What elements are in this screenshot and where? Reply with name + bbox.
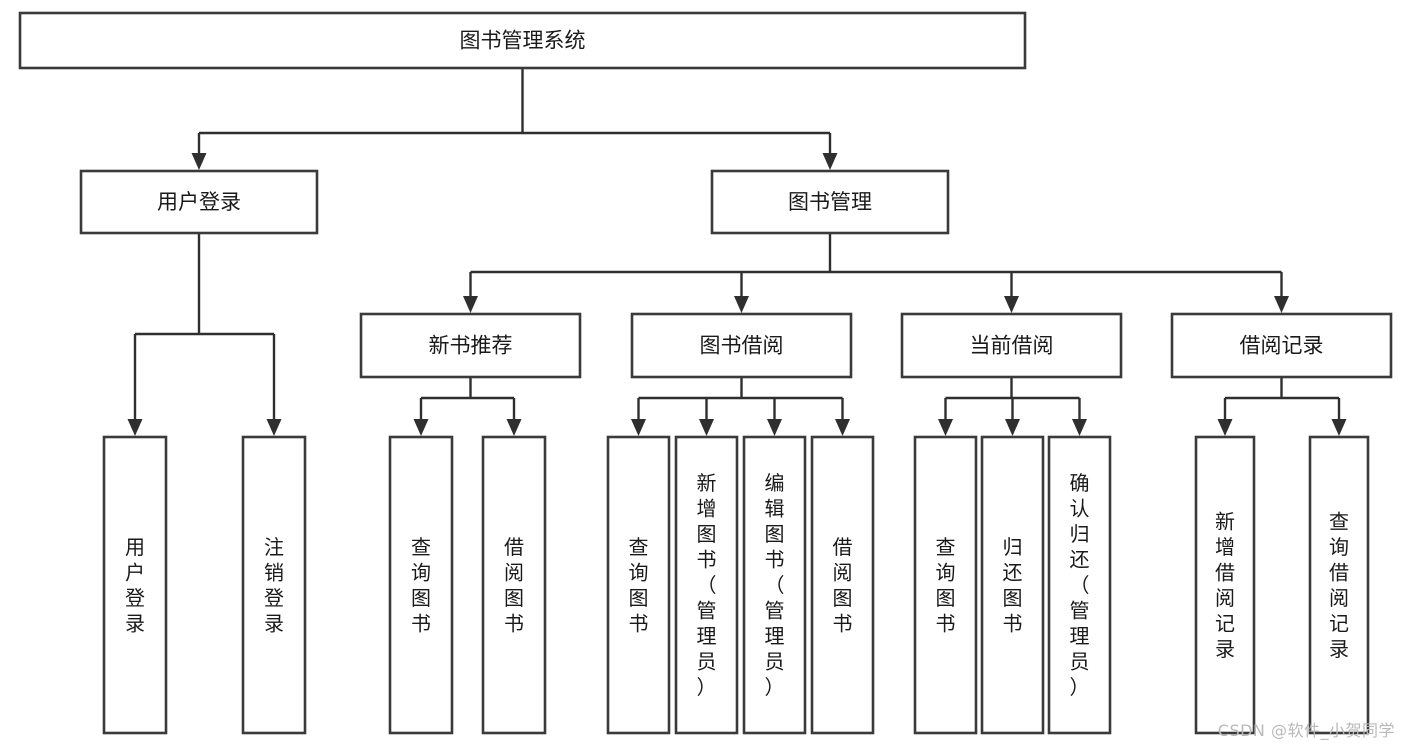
node-new-book-recommend[interactable]: 新书推荐 — [359, 312, 582, 379]
node-leaf-borrow-book-rec[interactable]: 借阅图书 — [481, 435, 547, 735]
node-box[interactable] — [1047, 435, 1112, 735]
connector-group-current-borrow — [938, 377, 1087, 436]
node-box[interactable] — [710, 169, 950, 235]
node-box[interactable] — [359, 312, 582, 379]
node-label: 新书推荐 — [429, 334, 513, 358]
node-box[interactable] — [1170, 312, 1393, 379]
node-box[interactable] — [241, 435, 307, 735]
node-label: 借阅图书 — [833, 535, 853, 636]
node-leaf-add-borrow-record[interactable]: 新增借阅记录 — [1194, 435, 1256, 735]
node-box[interactable] — [102, 435, 168, 735]
node-label: 查询图书 — [629, 535, 649, 636]
node-leaf-user-login[interactable]: 用户登录 — [102, 435, 168, 735]
node-leaf-query-book-current[interactable]: 查询图书 — [913, 435, 978, 735]
node-label: 确认归还（管理员） — [1070, 471, 1090, 699]
node-leaf-query-book-rec[interactable]: 查询图书 — [388, 435, 454, 735]
node-box[interactable] — [79, 169, 319, 235]
node-box[interactable] — [980, 435, 1045, 735]
arrow-head-icon — [463, 296, 478, 313]
arrow-head-icon — [506, 419, 522, 436]
node-label: 新增图书（管理员） — [697, 471, 717, 699]
node-label: 借阅图书 — [504, 535, 524, 636]
arrow-head-icon — [266, 419, 282, 436]
arrow-head-icon — [822, 153, 838, 170]
arrow-head-icon — [1005, 419, 1020, 436]
arrow-head-icon — [767, 419, 782, 436]
watermark-label: CSDN @软件_小贺同学 — [1217, 721, 1395, 740]
node-label: 查询图书 — [411, 535, 431, 636]
arrow-head-icon — [1217, 419, 1233, 436]
connector-group-user-login — [127, 233, 282, 436]
node-label: 图书管理系统 — [460, 29, 586, 53]
node-box[interactable] — [742, 435, 807, 735]
arrow-head-icon — [938, 419, 953, 436]
arrow-head-icon — [1331, 419, 1347, 436]
arrow-head-icon — [1274, 296, 1289, 313]
node-box[interactable] — [810, 435, 875, 735]
node-label: 图书借阅 — [700, 334, 784, 358]
node-box[interactable] — [900, 312, 1123, 379]
arrow-head-icon — [699, 419, 714, 436]
connector-group-borrow-record — [1217, 377, 1347, 436]
node-box[interactable] — [606, 435, 671, 735]
node-label: 归还图书 — [1003, 535, 1023, 636]
connector-group-new-book-recommend — [413, 377, 522, 436]
node-leaf-borrow-book[interactable]: 借阅图书 — [810, 435, 875, 735]
node-label: 图书管理 — [788, 190, 872, 214]
node-book-management[interactable]: 图书管理 — [710, 169, 950, 235]
arrow-head-icon — [631, 419, 646, 436]
node-box[interactable] — [18, 11, 1027, 70]
arrow-head-icon — [191, 153, 207, 170]
node-box[interactable] — [630, 312, 853, 379]
arrow-head-icon — [734, 296, 749, 313]
node-box[interactable] — [388, 435, 454, 735]
node-box[interactable] — [1194, 435, 1256, 735]
node-box[interactable] — [913, 435, 978, 735]
node-user-login[interactable]: 用户登录 — [79, 169, 319, 235]
node-leaf-return-book[interactable]: 归还图书 — [980, 435, 1045, 735]
node-leaf-add-book-admin[interactable]: 新增图书（管理员） — [674, 435, 739, 735]
node-leaf-confirm-return-admin[interactable]: 确认归还（管理员） — [1047, 435, 1112, 735]
node-root[interactable]: 图书管理系统 — [18, 11, 1027, 70]
connector-group-book-borrow — [631, 377, 850, 436]
node-leaf-edit-book-admin[interactable]: 编辑图书（管理员） — [742, 435, 807, 735]
node-label: 注销登录 — [264, 535, 284, 636]
node-leaf-user-logout[interactable]: 注销登录 — [241, 435, 307, 735]
node-box[interactable] — [1308, 435, 1370, 735]
connector-group-book-management — [463, 233, 1289, 313]
node-book-borrow[interactable]: 图书借阅 — [630, 312, 853, 379]
connectors-layer — [127, 68, 1347, 436]
node-label: 编辑图书（管理员） — [765, 471, 785, 699]
node-borrow-record[interactable]: 借阅记录 — [1170, 312, 1393, 379]
nodes-layer: 图书管理系统用户登录图书管理新书推荐图书借阅当前借阅借阅记录用户登录注销登录查询… — [18, 11, 1393, 735]
node-leaf-query-book-borrow[interactable]: 查询图书 — [606, 435, 671, 735]
arrow-head-icon — [413, 419, 429, 436]
node-box[interactable] — [674, 435, 739, 735]
node-label: 新增借阅记录 — [1215, 509, 1235, 661]
connector-group-root — [191, 68, 838, 170]
node-label: 查询图书 — [936, 535, 956, 636]
node-label: 当前借阅 — [970, 334, 1054, 358]
node-label: 用户登录 — [157, 190, 241, 214]
node-current-borrow[interactable]: 当前借阅 — [900, 312, 1123, 379]
arrow-head-icon — [1072, 419, 1087, 436]
arrow-head-icon — [835, 419, 850, 436]
node-box[interactable] — [481, 435, 547, 735]
arrow-head-icon — [127, 419, 143, 436]
arrow-head-icon — [1004, 296, 1019, 313]
node-label: 用户登录 — [125, 535, 145, 636]
node-label: 借阅记录 — [1240, 334, 1324, 358]
node-label: 查询借阅记录 — [1329, 509, 1349, 661]
node-leaf-query-borrow-record[interactable]: 查询借阅记录 — [1308, 435, 1370, 735]
